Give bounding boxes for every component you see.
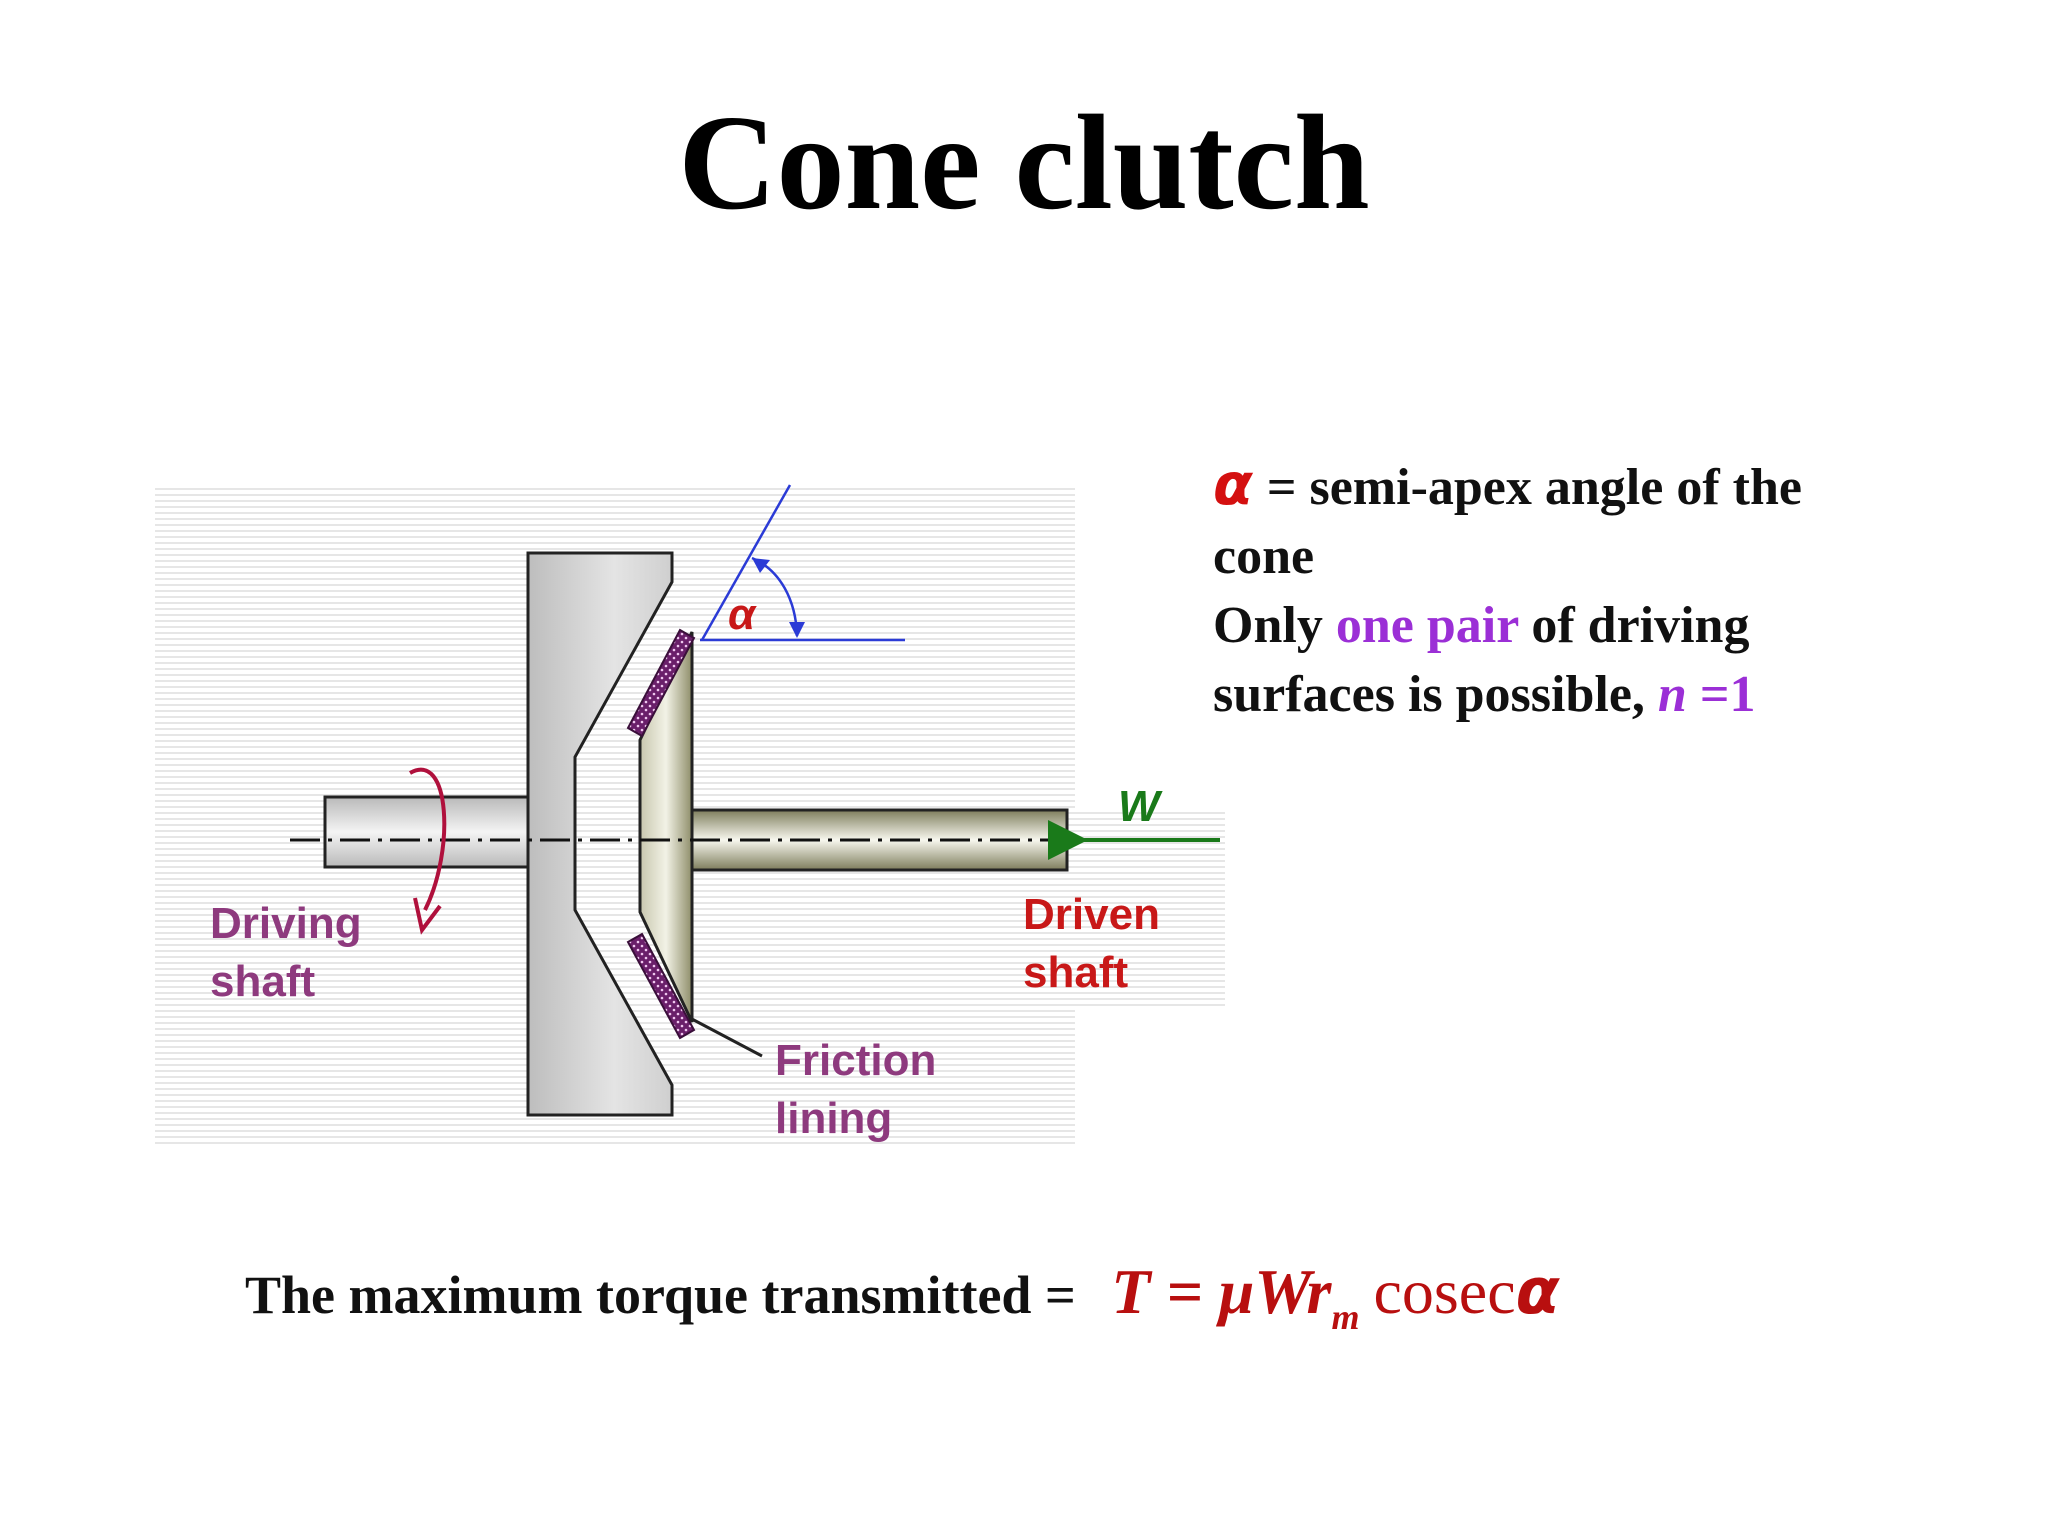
- notes-block: α= semi-apex angle of the cone Only one …: [1213, 450, 1913, 729]
- friction-lining-label-line2: lining: [775, 1094, 893, 1143]
- driving-shaft-label-line1: Driving: [210, 899, 362, 948]
- pair-statement-prefix: Only: [1213, 597, 1323, 654]
- w-label: W: [1118, 782, 1160, 831]
- rotation-arrowhead: [413, 897, 442, 935]
- driving-shaft-label: Driving shaft: [210, 895, 362, 1011]
- slide-title: Cone clutch: [678, 88, 1370, 238]
- formula-eq: =: [1166, 1256, 1203, 1327]
- torque-formula-row: The maximum torque transmitted = T = μWr…: [245, 1255, 1945, 1338]
- driving-disc: [526, 551, 674, 1117]
- driving-shaft-label-line2: shaft: [210, 957, 316, 1006]
- friction-leader-line: [689, 1016, 763, 1058]
- driving-shaft: [323, 795, 532, 869]
- alpha-label: α: [728, 590, 756, 639]
- formula-alpha: α: [1515, 1255, 1560, 1329]
- diagram-svg: [155, 484, 1225, 1145]
- formula-w: W: [1254, 1256, 1307, 1327]
- cone-slope-line: [700, 484, 792, 641]
- alpha-symbol: α: [1213, 450, 1253, 518]
- pair-statement: Only one pair of driving surfaces is pos…: [1213, 591, 1913, 729]
- pair-highlight: one pair: [1335, 597, 1519, 654]
- driven-shaft-label-line2: shaft: [1023, 948, 1129, 997]
- n-variable: n: [1657, 666, 1687, 723]
- alpha-definition-text: = semi-apex angle of the cone: [1213, 459, 1802, 585]
- formula-r: r: [1306, 1256, 1332, 1327]
- formula-sub-m: m: [1331, 1297, 1360, 1337]
- friction-lining-label: Friction lining: [775, 1032, 936, 1148]
- friction-lining-label-line1: Friction: [775, 1036, 937, 1085]
- driven-shaft-label: Driven shaft: [1023, 886, 1160, 1002]
- friction-lining-bottom: [626, 932, 696, 1040]
- rotation-arrow: [409, 767, 447, 911]
- n-value: =1: [1699, 666, 1756, 723]
- pair-statement-suffix: of driving surfaces is possible,: [1213, 597, 1750, 723]
- formula-mu: μ: [1218, 1256, 1255, 1327]
- formula-cosec: cosec: [1373, 1256, 1516, 1327]
- formula-lead-text: The maximum torque transmitted =: [245, 1265, 1076, 1325]
- friction-lining-top: [626, 628, 696, 738]
- angle-arc-arrowhead-bottom: [789, 622, 805, 638]
- formula-t: T: [1111, 1256, 1151, 1327]
- alpha-definition: α= semi-apex angle of the cone: [1213, 450, 1913, 591]
- cone-clutch-diagram: α W Driving shaft Driven shaft Friction …: [0, 440, 1260, 1180]
- driven-shaft-label-line1: Driven: [1023, 890, 1160, 939]
- angle-arc-arrowhead-top: [752, 558, 770, 573]
